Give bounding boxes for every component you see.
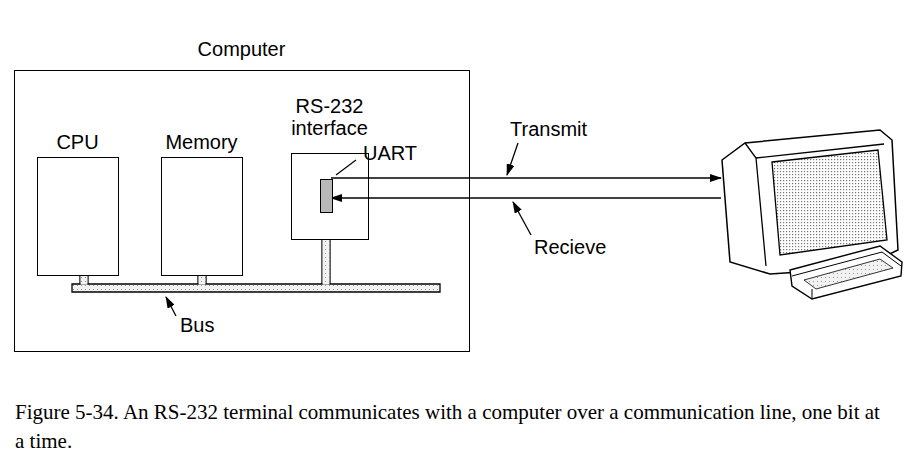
leader-arrow	[507, 143, 518, 175]
terminal-illustration	[722, 130, 902, 299]
node-label: RS-232 interface	[274, 95, 386, 139]
leader-arrow	[513, 202, 531, 235]
node-label: CPU	[56, 131, 98, 153]
figure-caption: Figure 5-34. An RS-232 terminal communic…	[15, 398, 885, 456]
signal-name: Transmit	[508, 118, 589, 140]
cpu-box: CPU	[37, 157, 119, 276]
interface-box: RS-232 interfaceUART	[291, 153, 369, 240]
signal-name: Recieve	[532, 236, 608, 258]
memory-box: Memory	[161, 157, 243, 276]
node-label: Memory	[165, 131, 237, 153]
computer-box: ComputerCPUMemoryRS-232 interfaceUART	[14, 70, 470, 352]
part-name: Bus	[178, 314, 216, 336]
leader-arrow	[166, 297, 176, 316]
receive-line	[331, 197, 721, 199]
transmit-line	[331, 177, 721, 179]
node-label: UART	[363, 142, 417, 164]
node-label: Computer	[198, 38, 286, 60]
leader-line	[336, 160, 356, 175]
bus-bar	[72, 239, 440, 292]
uart-chip: UART	[320, 179, 333, 213]
